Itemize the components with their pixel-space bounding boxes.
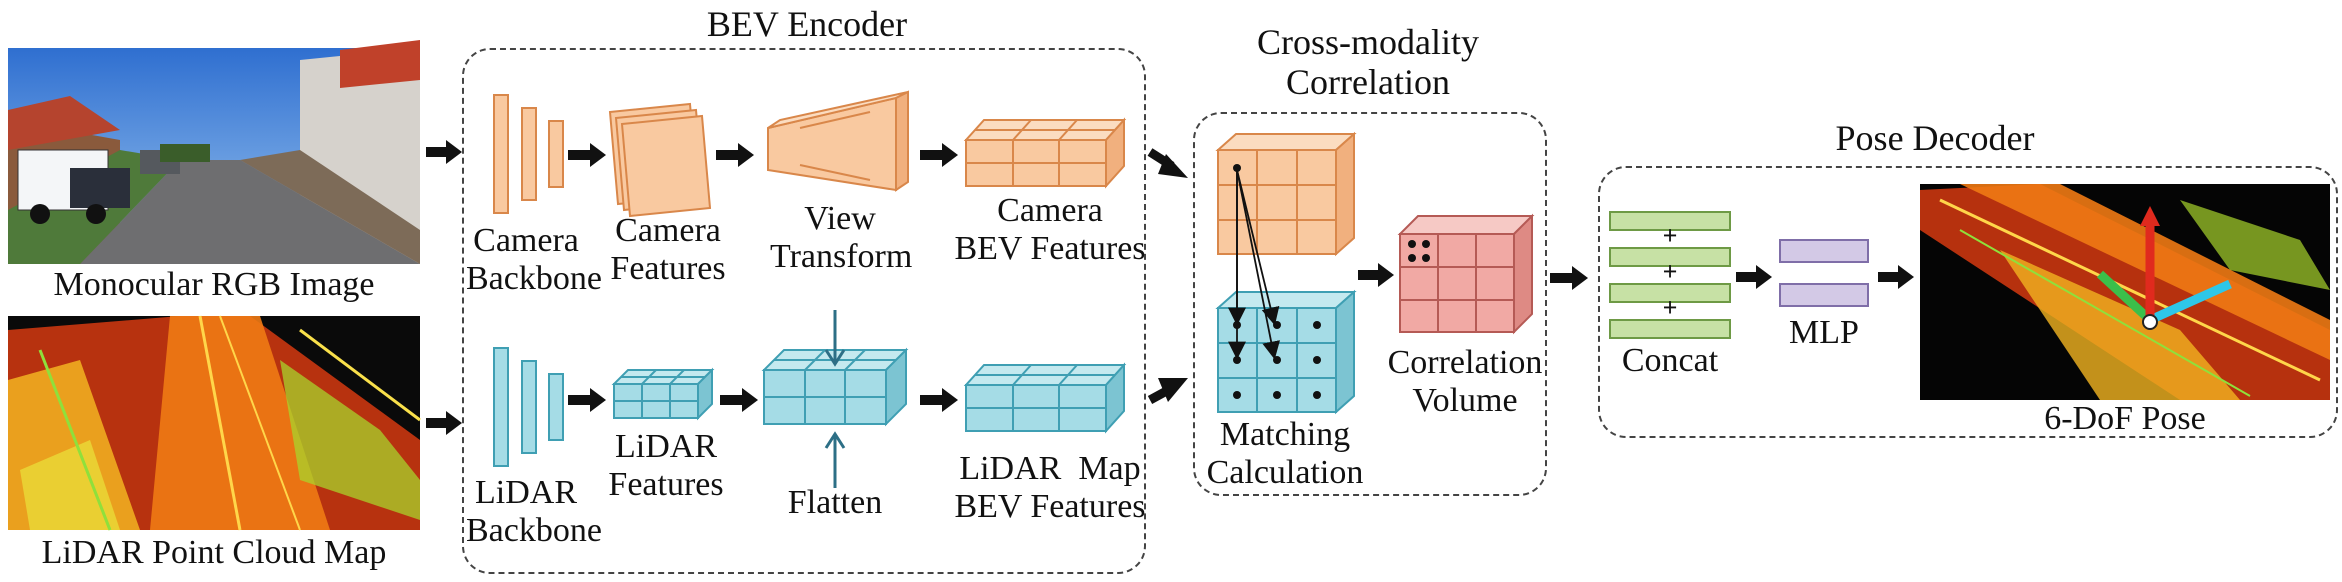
camera-image <box>8 40 420 264</box>
lidar-features-label-line2: Features <box>608 466 724 503</box>
concat-plus-3: + <box>1662 293 1678 322</box>
arrow-concat-to-mlp <box>1736 265 1772 289</box>
correlation-volume-dots <box>1408 240 1430 262</box>
camera-features-label-line1: Camera <box>615 212 721 249</box>
correlation-volume-label-line2: Volume <box>1412 382 1518 419</box>
arrow-lidar-features-to-flatten <box>720 388 758 412</box>
pose-output-image <box>1920 184 2330 400</box>
camera-image-label: Monocular RGB Image <box>53 266 375 303</box>
view-transform-label-line2: Transform <box>770 238 913 275</box>
lidar-features-block <box>611 367 715 421</box>
pose-output-label: 6-DoF Pose <box>2044 400 2206 437</box>
lidar-map-label: LiDAR Point Cloud Map <box>41 534 387 571</box>
arrow-view-transform-to-camera-bev <box>920 143 958 167</box>
view-transform-frustum <box>767 90 909 192</box>
correlation-title-line2: Correlation <box>1286 62 1450 102</box>
view-transform-label-line1: View <box>804 200 876 237</box>
mlp-label: MLP <box>1789 314 1859 351</box>
lidar-backbone-label-line1: LiDAR <box>475 474 577 511</box>
lidar-bev-label-line2: BEV Features <box>954 488 1146 525</box>
bev-encoder-title: BEV Encoder <box>706 4 908 44</box>
lidar-backbone-layers <box>493 347 564 467</box>
arrow-backbone-to-camera-features <box>568 143 606 167</box>
camera-backbone-layers <box>493 94 564 214</box>
camera-features-stack <box>608 102 712 218</box>
lidar-backbone-label-line2: Backbone <box>466 512 602 549</box>
lidar-bev-label-line1: LiDAR Map <box>959 450 1141 487</box>
correlation-group <box>1193 112 1547 496</box>
correlation-volume-cube <box>1397 213 1535 335</box>
camera-backbone-label-line1: Camera <box>473 222 579 259</box>
matching-label-line1: Matching <box>1219 416 1351 453</box>
bev-encoder-group <box>462 48 1146 574</box>
pose-decoder-title: Pose Decoder <box>1835 118 2035 158</box>
arrow-camera-bev-to-correlation-head <box>1158 154 1188 178</box>
correlation-volume-label-line1: Correlation <box>1387 344 1543 381</box>
arrow-matching-to-volume <box>1358 263 1394 287</box>
arrow-map-to-lidar-backbone <box>426 411 462 435</box>
concat-label: Concat <box>1621 342 1719 379</box>
matching-dots <box>1233 164 1321 399</box>
concat-plus-1: + <box>1662 221 1678 250</box>
lidar-features-label-line1: LiDAR <box>615 428 717 465</box>
arrow-image-to-camera-backbone <box>426 140 462 164</box>
camera-backbone-label-line2: Backbone <box>466 260 602 297</box>
arrow-features-to-view-transform <box>716 143 754 167</box>
matching-label-line2: Calculation <box>1206 454 1364 491</box>
camera-bev-label-line2: BEV Features <box>954 230 1146 267</box>
arrow-flatten-to-lidar-bev <box>920 388 958 412</box>
flatten-label: Flatten <box>787 484 883 521</box>
camera-features-label-line2: Features <box>610 250 726 287</box>
concat-bars <box>1609 211 1731 339</box>
flatten-up-arrow <box>824 431 846 488</box>
camera-bev-label-line1: Camera <box>997 192 1103 229</box>
pose-decoder-group <box>1598 166 2338 438</box>
arrow-lidar-bev-to-correlation-head <box>1158 378 1188 402</box>
camera-bev-features-block <box>963 117 1127 189</box>
concat-plus-2: + <box>1662 257 1678 286</box>
correlation-title-line1: Cross-modality <box>1257 22 1479 62</box>
mlp-bars <box>1779 239 1869 307</box>
arrow-backbone-to-lidar-features <box>568 388 606 412</box>
lidar-map-image <box>8 315 421 531</box>
flatten-down-arrow <box>824 310 846 367</box>
lidar-bev-features-block <box>963 362 1127 434</box>
matching-camera-cube <box>1215 131 1357 257</box>
arrow-mlp-to-pose <box>1878 265 1914 289</box>
arrow-correlation-to-pose-decoder <box>1550 266 1588 290</box>
